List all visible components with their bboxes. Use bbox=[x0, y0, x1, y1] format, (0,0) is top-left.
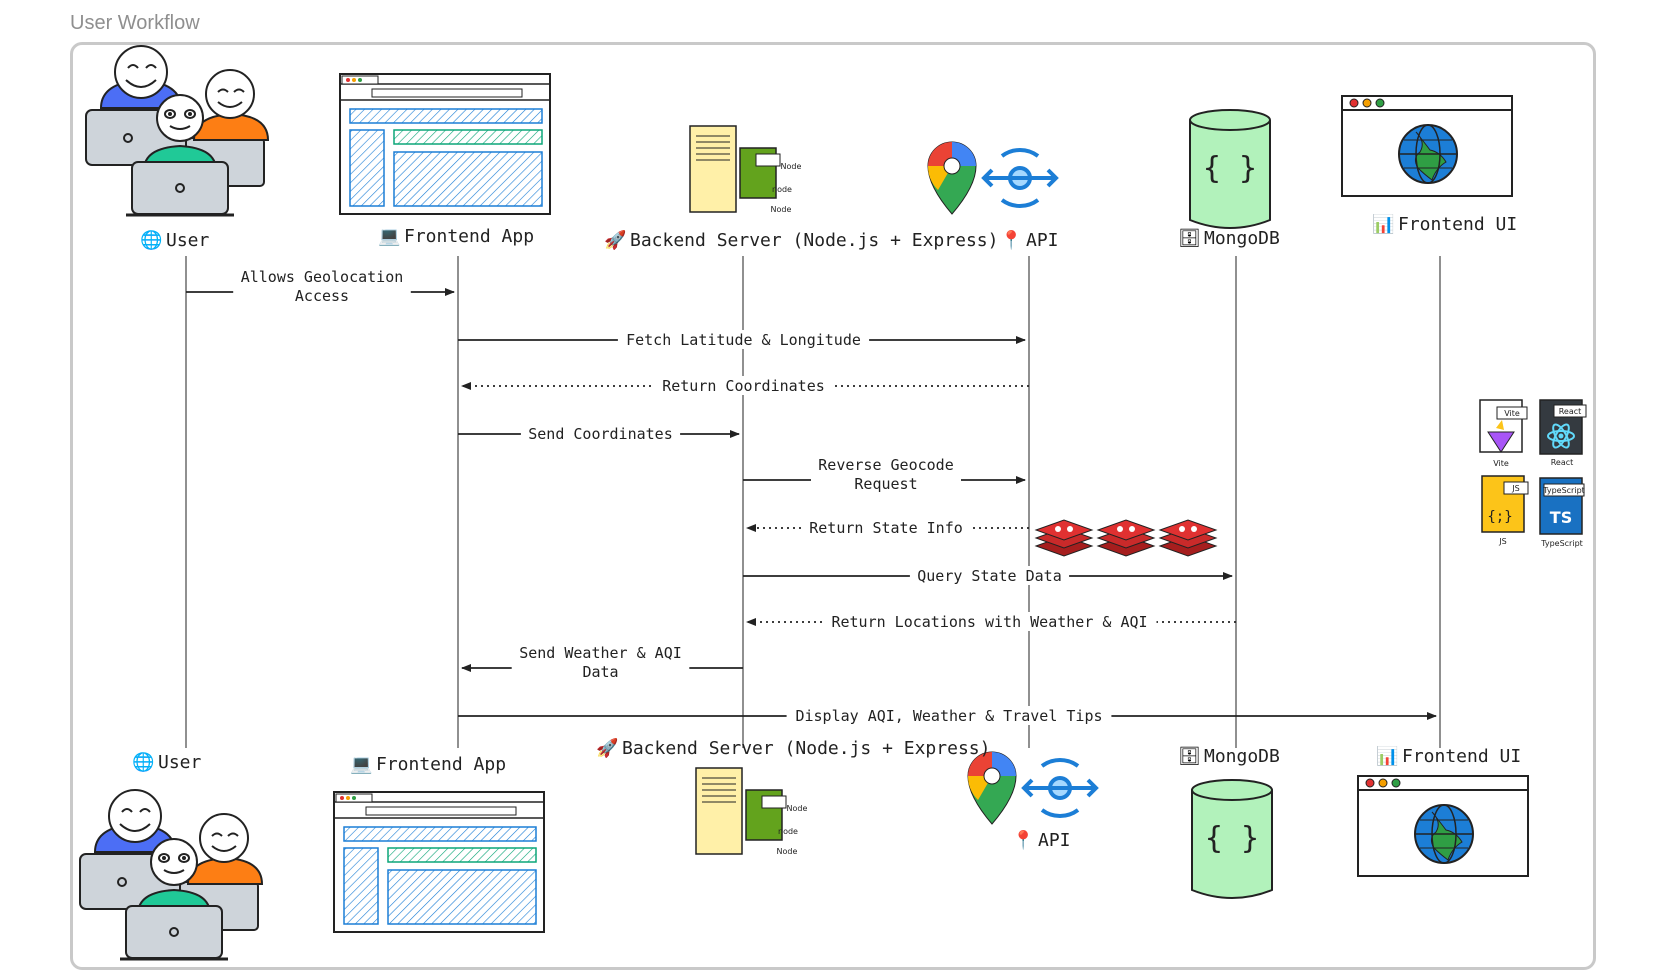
react-caption: React bbox=[1551, 458, 1574, 467]
participant-label-api-bottom: API bbox=[1038, 830, 1071, 851]
message-arrow: Fetch Latitude & Longitude bbox=[458, 330, 1026, 349]
message-label: Return Coordinates bbox=[662, 377, 825, 395]
users-illustration-top bbox=[84, 44, 270, 217]
participant-label-frontend-top: Frontend App bbox=[404, 226, 534, 247]
participant-emoji-user: 🌐 bbox=[132, 751, 154, 773]
lifelines bbox=[185, 256, 1441, 748]
typescript-caption: TypeScript bbox=[1540, 539, 1583, 548]
js-caption: JS bbox=[1498, 537, 1506, 546]
message-arrow: Send Coordinates bbox=[458, 424, 740, 443]
message-label: Send Coordinates bbox=[528, 425, 673, 443]
db-braces-glyph: { } bbox=[1205, 821, 1259, 856]
message-label: Return Locations with Weather & AQI bbox=[831, 613, 1147, 631]
message-arrow: Query State Data bbox=[743, 566, 1233, 585]
node-server-icon-bottom bbox=[695, 767, 787, 855]
message-label: Data bbox=[582, 663, 618, 681]
node-tag-label: Node bbox=[787, 804, 808, 813]
message-arrow: Display AQI, Weather & Travel Tips bbox=[458, 706, 1437, 725]
node-logo-label: node bbox=[778, 827, 798, 836]
diagram-frame bbox=[70, 42, 1596, 970]
message-label: Send Weather & AQI bbox=[519, 644, 682, 662]
ts-glyph: TS bbox=[1550, 508, 1572, 527]
participant-label-backend-top: Backend Server (Node.js + Express) bbox=[630, 230, 998, 251]
typescript-tag: TypeScript bbox=[1542, 486, 1585, 495]
db-braces-glyph: { } bbox=[1203, 151, 1257, 186]
vite-caption: Vite bbox=[1493, 459, 1509, 468]
google-maps-api-icon-bottom bbox=[966, 750, 1098, 826]
js-tag: JS bbox=[1511, 484, 1519, 493]
message-label: Request bbox=[854, 475, 917, 493]
participant-emoji-api: 📍 bbox=[1012, 829, 1034, 851]
message-label: Allows Geolocation bbox=[241, 268, 404, 286]
message-label: Query State Data bbox=[917, 567, 1062, 585]
participant-label-frontendui-bottom: Frontend UI bbox=[1402, 746, 1521, 767]
message-arrow: Return Coordinates bbox=[461, 376, 1029, 395]
message-label: Access bbox=[295, 287, 349, 305]
node-tag-label: Node bbox=[781, 162, 802, 171]
tech-stack-group: Vite Vite React React JS {;} JS TypeScri… bbox=[1479, 399, 1587, 548]
participant-emoji-api: 📍 bbox=[1000, 229, 1022, 251]
message-label: Return State Info bbox=[809, 519, 963, 537]
message-label: Display AQI, Weather & Travel Tips bbox=[795, 707, 1102, 725]
participant-label-api-top: API bbox=[1026, 230, 1059, 251]
js-glyph: {;} bbox=[1487, 509, 1512, 525]
page-title: User Workflow bbox=[70, 12, 200, 34]
react-tag: React bbox=[1559, 407, 1582, 416]
participant-emoji-frontendui: 📊 bbox=[1372, 213, 1394, 235]
participant-emoji-user: 🌐 bbox=[140, 229, 162, 251]
globe-window-icon-bottom bbox=[1357, 775, 1529, 877]
node-caption-label: Node bbox=[777, 847, 798, 856]
participant-emoji-frontend: 💻 bbox=[350, 754, 372, 775]
redis-icon bbox=[1035, 519, 1093, 557]
participant-label-user-top: User bbox=[166, 230, 210, 251]
message-label: Reverse Geocode bbox=[818, 456, 953, 474]
message-label: Fetch Latitude & Longitude bbox=[626, 331, 861, 349]
participant-label-user-bottom: User bbox=[158, 752, 202, 773]
node-logo-label: node bbox=[772, 185, 792, 194]
participant-headers: 🌐User🌐User💻Frontend App💻Frontend App🚀Bac… bbox=[132, 213, 1521, 851]
participant-emoji-mongodb: 🗄 bbox=[1178, 746, 1201, 767]
node-server-icon-top bbox=[689, 125, 781, 213]
browser-wireframe-bottom bbox=[333, 791, 545, 933]
users-illustration-bottom bbox=[78, 788, 264, 961]
message-arrow: Return State Info bbox=[746, 518, 1029, 537]
message-arrow: Return Locations with Weather & AQI bbox=[746, 612, 1236, 631]
participant-emoji-mongodb: 🗄 bbox=[1178, 228, 1201, 249]
participant-label-frontend-bottom: Frontend App bbox=[376, 754, 506, 775]
participant-label-mongodb-bottom: MongoDB bbox=[1204, 746, 1280, 767]
participant-emoji-backend: 🚀 bbox=[604, 229, 626, 251]
globe-window-icon-top bbox=[1341, 95, 1513, 197]
participant-emoji-backend: 🚀 bbox=[596, 737, 618, 759]
browser-wireframe-top bbox=[339, 73, 551, 215]
google-maps-api-icon-top bbox=[926, 140, 1058, 216]
participant-emoji-frontendui: 📊 bbox=[1376, 745, 1398, 767]
participant-label-mongodb-top: MongoDB bbox=[1204, 228, 1280, 249]
redis-icon bbox=[1159, 519, 1217, 557]
participant-label-backend-bottom: Backend Server (Node.js + Express) bbox=[622, 738, 990, 759]
participant-emoji-frontend: 💻 bbox=[378, 226, 400, 247]
vite-tag: Vite bbox=[1504, 409, 1520, 418]
redis-icon bbox=[1097, 519, 1155, 557]
participant-label-frontendui-top: Frontend UI bbox=[1398, 214, 1517, 235]
node-caption-label: Node bbox=[771, 205, 792, 214]
